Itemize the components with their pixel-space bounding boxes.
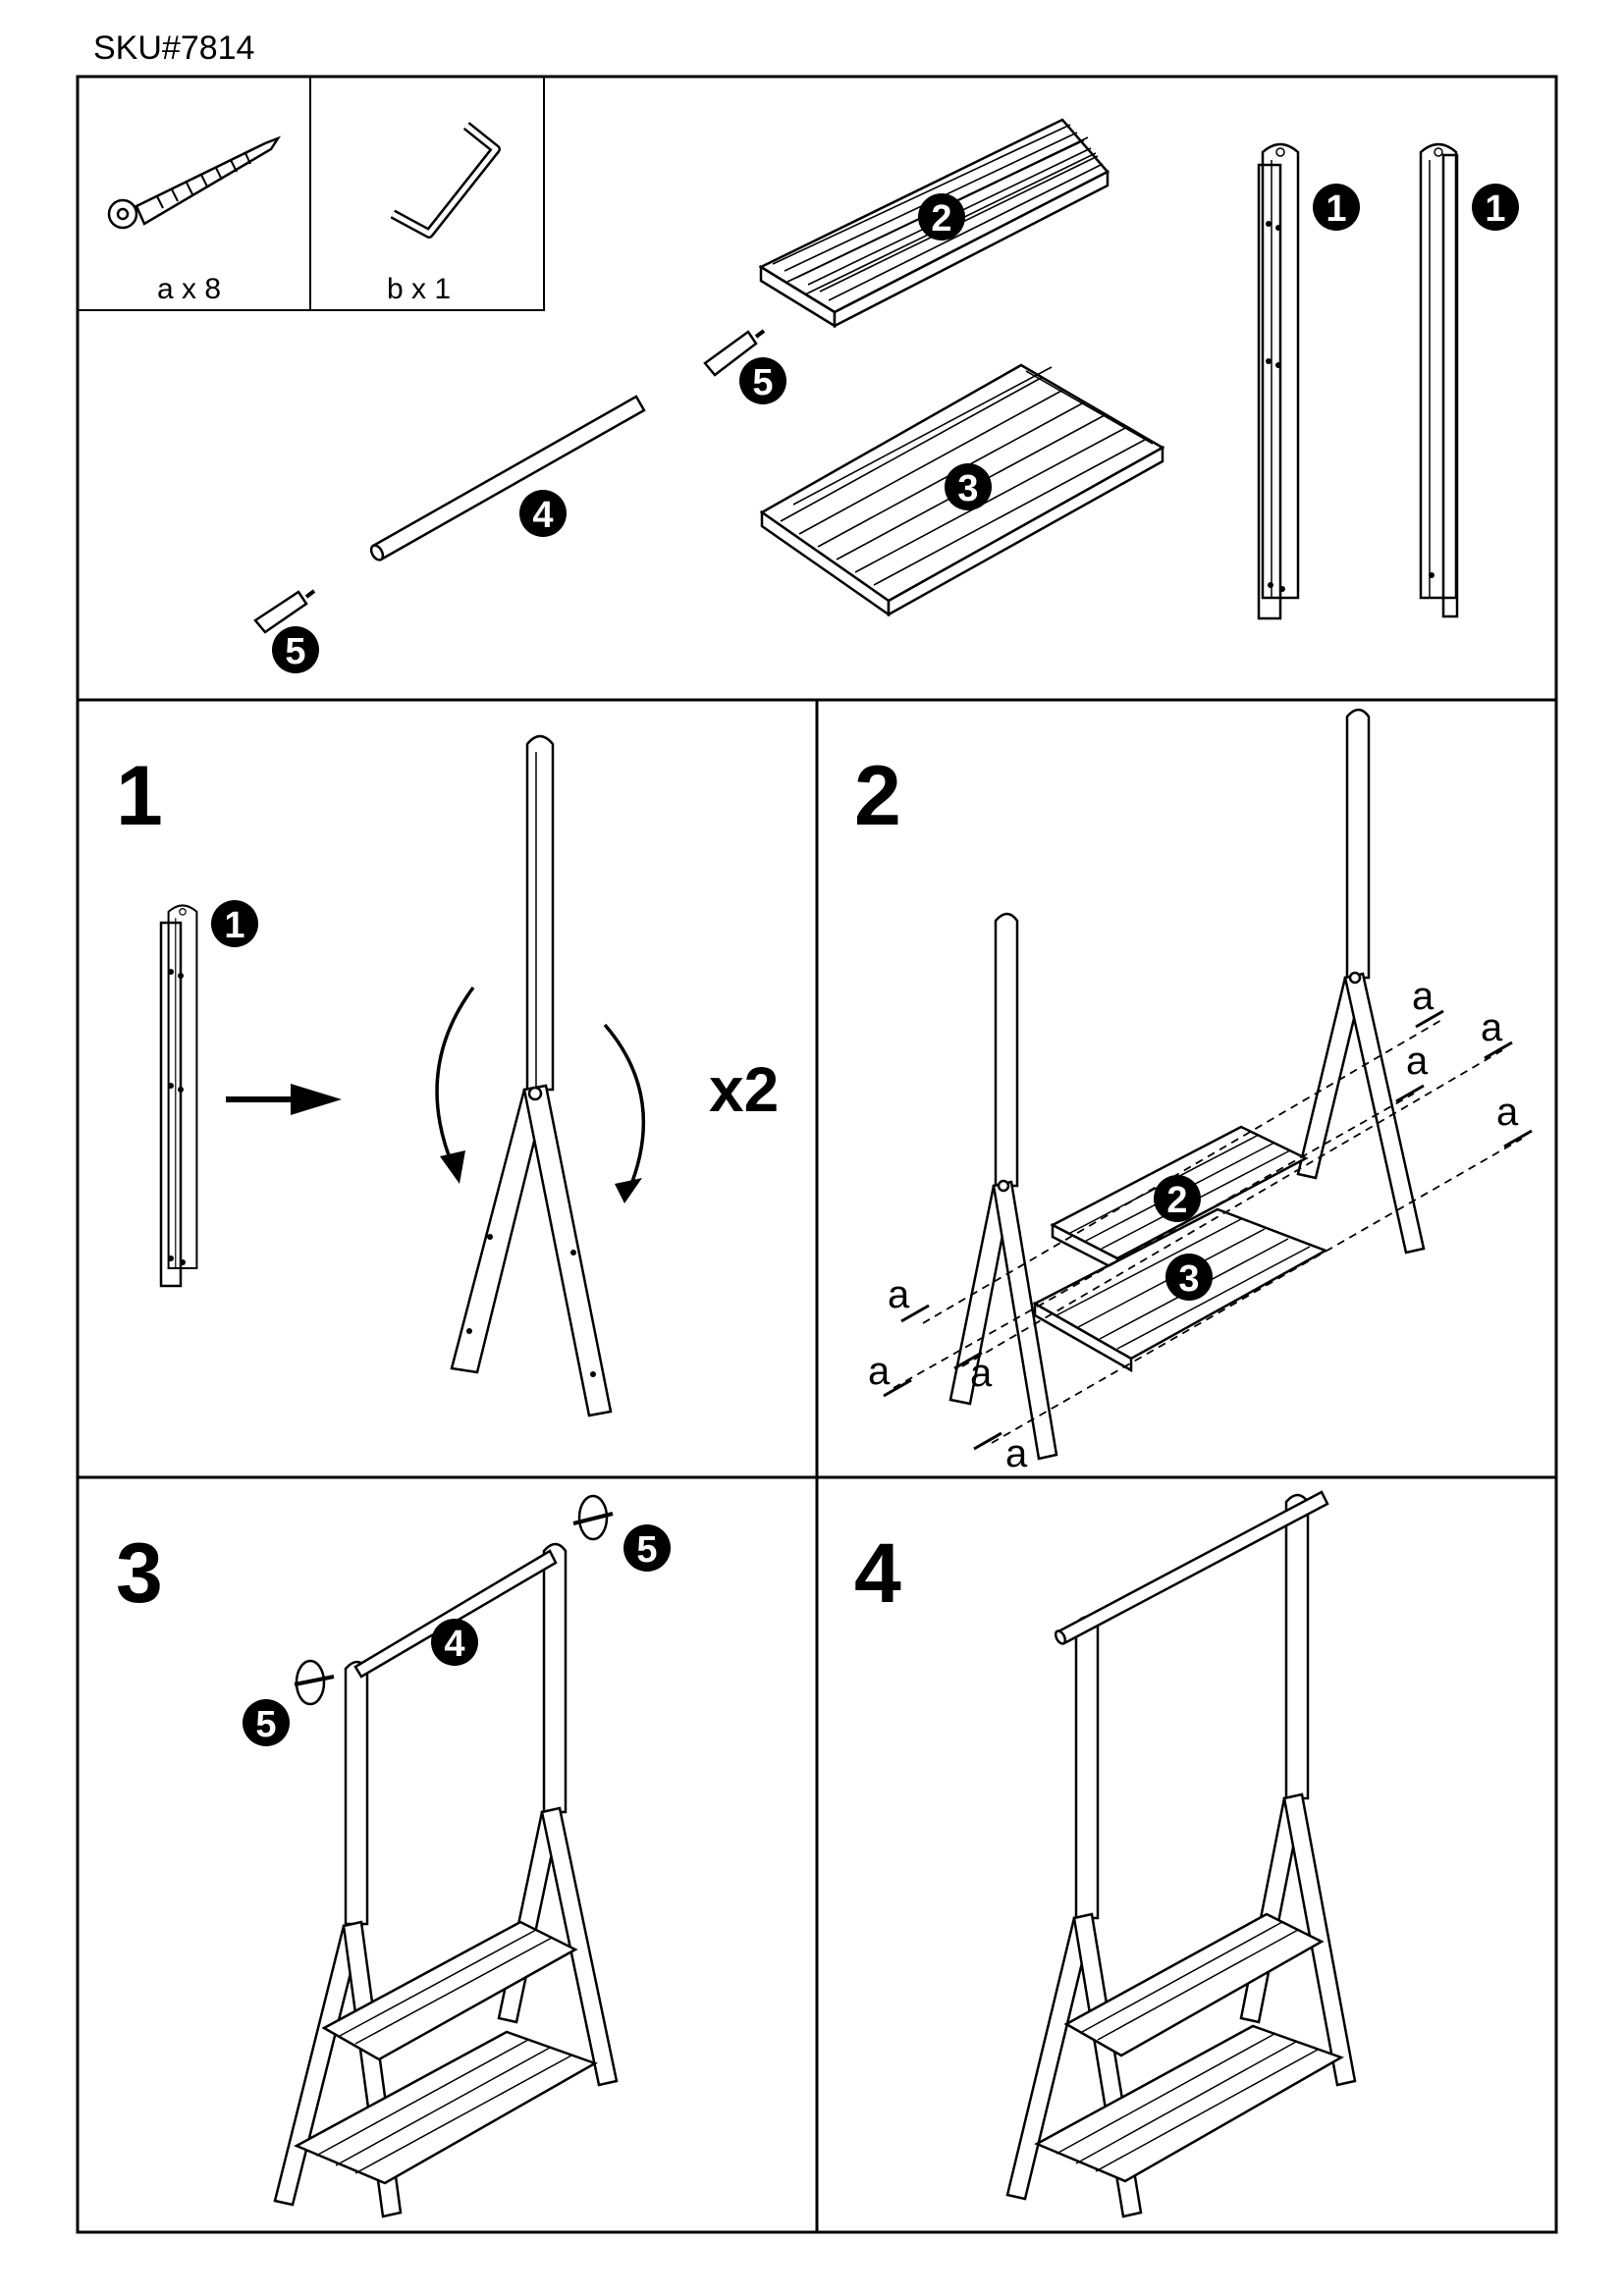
svg-text:3: 3: [957, 468, 978, 509]
arrow-right-icon: [226, 1084, 342, 1115]
svg-text:a: a: [888, 1273, 910, 1316]
frame-right: [1296, 708, 1426, 1255]
svg-text:1: 1: [1326, 188, 1346, 230]
svg-text:3: 3: [1178, 1258, 1199, 1300]
part-5-badge-step3-left: 5: [243, 1699, 290, 1746]
sku-label: SKU#7814: [93, 29, 255, 67]
svg-text:1: 1: [224, 905, 244, 946]
svg-text:a: a: [1005, 1432, 1028, 1475]
part-5-badge-top: 5: [739, 357, 786, 404]
part-1-badge-front: 1: [1313, 184, 1360, 231]
svg-text:a: a: [970, 1352, 993, 1395]
svg-text:5: 5: [752, 362, 773, 403]
svg-text:2: 2: [931, 198, 951, 240]
svg-text:1: 1: [1485, 188, 1505, 230]
svg-text:4: 4: [444, 1624, 464, 1665]
step-4-number: 4: [854, 1526, 901, 1621]
hardware-a-label: a x 8: [157, 273, 221, 305]
part-3-badge: 3: [945, 463, 992, 510]
parts-panel: a x 8 b x 1 2: [77, 76, 1519, 673]
end-cap-bolt-drawing: [253, 329, 766, 634]
rotate-bolt-icon-right: [572, 1494, 614, 1541]
part-1-badge-back: 1: [1472, 184, 1519, 231]
rotate-arrow-left-icon: [435, 986, 475, 1184]
step-1-panel: 1 1 x2: [116, 734, 779, 1417]
hanging-rod-drawing: [369, 395, 646, 561]
svg-text:a: a: [1412, 975, 1435, 1018]
side-frame-drawing-back: [1419, 142, 1459, 618]
part-5-badge-step3-right: 5: [623, 1524, 671, 1572]
side-frame-folded: [159, 904, 198, 1288]
step-2-number: 2: [854, 749, 901, 843]
svg-text:a: a: [868, 1350, 891, 1393]
screw-labels: a a a a a a a a: [868, 975, 1519, 1475]
svg-text:a: a: [1481, 1006, 1503, 1049]
rotate-arrow-right-icon: [603, 1023, 646, 1203]
part-4-badge-step3: 4: [431, 1619, 478, 1666]
part-1-badge-step1: 1: [211, 900, 258, 947]
hardware-b-label: b x 1: [387, 273, 451, 305]
rack-assembly-step3: [273, 1542, 619, 2218]
step-1-multiplier: x2: [709, 1054, 779, 1125]
svg-text:5: 5: [636, 1529, 657, 1571]
svg-text:5: 5: [255, 1704, 276, 1745]
svg-text:2: 2: [1166, 1180, 1187, 1221]
svg-text:4: 4: [532, 495, 553, 536]
svg-text:a: a: [1496, 1091, 1519, 1134]
part-2-badge-step2: 2: [1154, 1175, 1201, 1222]
part-5-badge-bottom: 5: [272, 626, 319, 673]
step-3-panel: 3 4 5: [116, 1494, 671, 2218]
step-1-number: 1: [116, 749, 163, 843]
svg-text:5: 5: [285, 631, 305, 672]
screw-icon: [107, 135, 282, 230]
part-3-badge-step2: 3: [1165, 1254, 1213, 1301]
screw-guide-lines: [893, 1018, 1523, 1444]
frame-left: [948, 912, 1058, 1461]
rack-assembled: [1005, 1490, 1357, 2218]
step-2-panel: 2 2 3: [854, 708, 1533, 1475]
svg-text:a: a: [1406, 1040, 1429, 1083]
part-4-badge: 4: [519, 490, 567, 537]
hardware-box: [77, 76, 545, 311]
side-frame-unfolded: [450, 734, 613, 1417]
rotate-bolt-icon-left: [294, 1659, 335, 1706]
screw-markers: [883, 1009, 1533, 1451]
step-3-number: 3: [116, 1526, 163, 1621]
step-4-panel: 4: [854, 1490, 1357, 2218]
side-frame-drawing-front: [1257, 142, 1300, 620]
part-2-badge: 2: [918, 193, 965, 240]
panel-borders: [76, 75, 1558, 2234]
